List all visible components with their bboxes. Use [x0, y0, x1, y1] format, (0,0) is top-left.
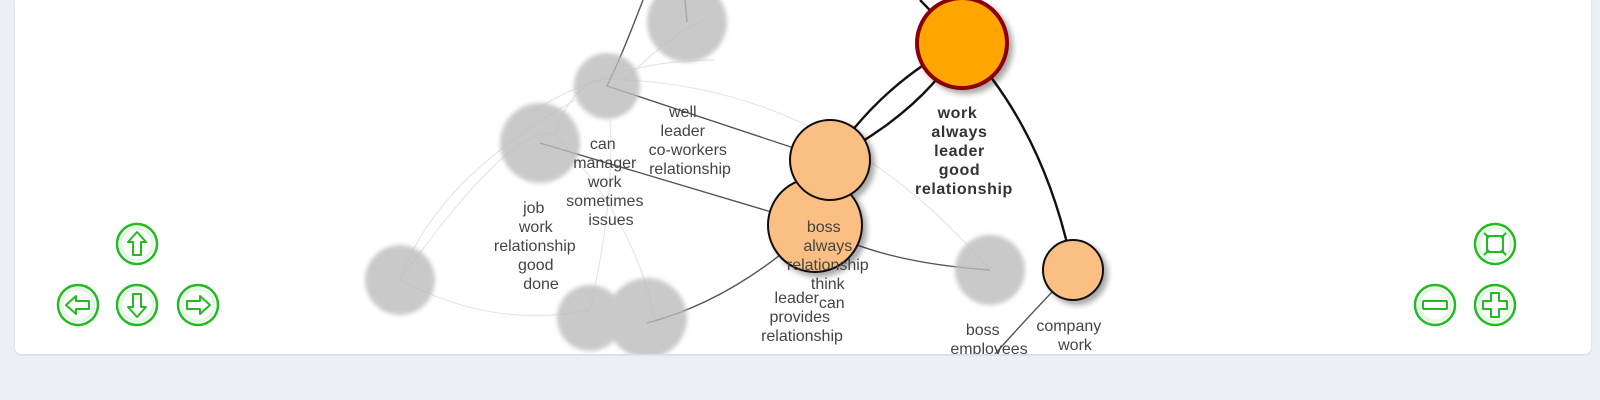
related-nodes[interactable] — [767, 0, 1104, 301]
node-n4 — [1042, 239, 1104, 301]
faded-node — [607, 278, 687, 354]
faded-node — [647, 0, 727, 62]
node-labels: well leader co-workers relationship can … — [494, 104, 1105, 354]
fit-icon — [1473, 222, 1517, 266]
faded-node — [574, 53, 640, 119]
label-g2: well leader co-workers relationship — [649, 104, 732, 178]
node-n2 — [789, 119, 871, 201]
zoom-out-button[interactable] — [1413, 283, 1457, 327]
faded-node — [365, 245, 435, 315]
plus-icon — [1473, 283, 1517, 327]
network-panel: well leader co-workers relationship can … — [15, 0, 1591, 354]
pan-up-button[interactable] — [115, 222, 159, 266]
label-g4: job work relationship good done — [494, 200, 580, 293]
arrow-up-icon — [115, 222, 159, 266]
arrow-left-icon — [56, 283, 100, 327]
pan-left-button[interactable] — [56, 283, 100, 327]
zoom-in-button[interactable] — [1473, 283, 1517, 327]
network-graph[interactable]: well leader co-workers relationship can … — [15, 0, 1591, 354]
pan-right-button[interactable] — [176, 283, 220, 327]
faded-nodes — [365, 0, 1025, 354]
edge — [589, 119, 612, 311]
faded-node — [557, 285, 623, 351]
minus-icon — [1413, 283, 1457, 327]
label-g3: can manager work sometimes issues — [566, 136, 648, 229]
faded-node — [955, 235, 1025, 305]
zoom-fit-button[interactable] — [1473, 222, 1517, 266]
arrow-right-icon — [176, 283, 220, 327]
label-g8: boss employees — [950, 322, 1027, 354]
label-n2: work always leader good relationship — [915, 105, 1013, 198]
faded-node — [500, 103, 580, 183]
label-n3: boss always relationship think can leade… — [761, 219, 873, 345]
arrow-down-icon — [115, 283, 159, 327]
node-n1-selected — [915, 0, 1009, 90]
label-n4: company work — [1036, 318, 1105, 354]
pan-down-button[interactable] — [115, 283, 159, 327]
